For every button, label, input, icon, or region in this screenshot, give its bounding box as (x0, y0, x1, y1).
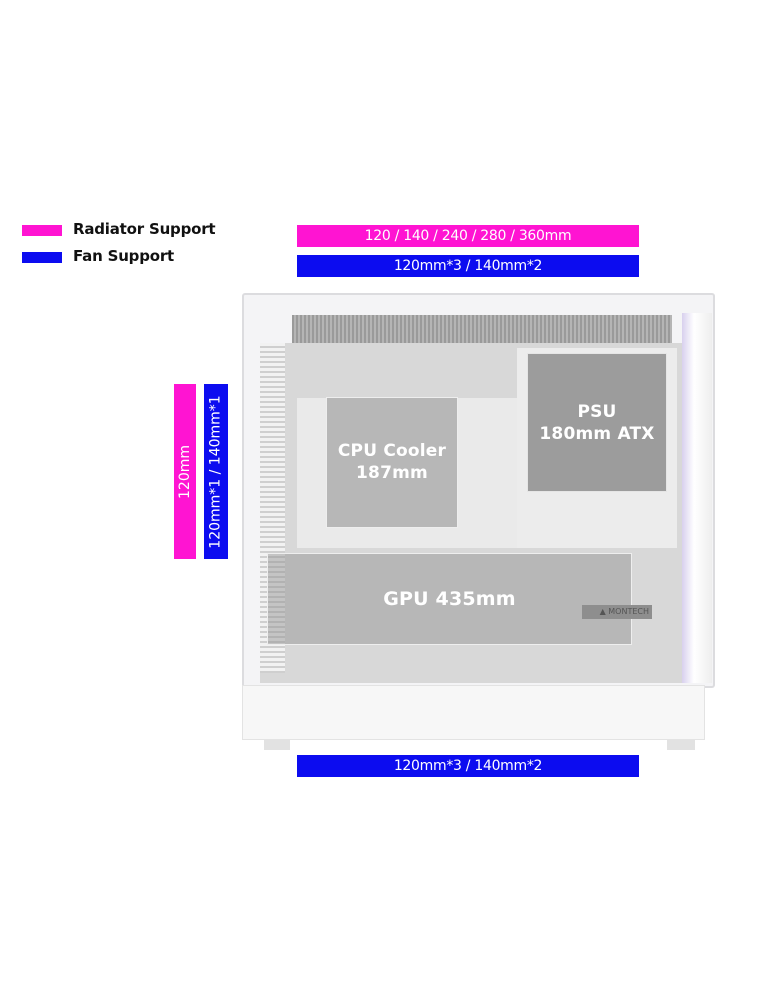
radiator-legend-label: Radiator Support (73, 220, 216, 238)
bottom-fan-bar: 120mm*3 / 140mm*2 (297, 755, 639, 777)
foot-left (264, 740, 290, 750)
montech-logo: ▲ MONTECH (582, 605, 652, 619)
foot-right (667, 740, 695, 750)
top-radiator-text: 120 / 140 / 240 / 280 / 360mm (364, 228, 572, 244)
gpu-label: GPU 435mm (383, 588, 516, 610)
top-radiator-bar: 120 / 140 / 240 / 280 / 360mm (297, 225, 639, 247)
case-base (242, 685, 705, 740)
top-fan-bar: 120mm*3 / 140mm*2 (297, 255, 639, 277)
cpu-cooler-title: CPU Cooler (337, 441, 447, 461)
side-fan-text: 120mm*1 / 140mm*1 (208, 394, 224, 549)
gpu-zone: GPU 435mm (267, 553, 632, 645)
side-radiator-text: 120mm (177, 444, 193, 499)
top-vent (292, 315, 672, 345)
bottom-fan-text: 120mm*3 / 140mm*2 (393, 758, 543, 774)
top-fan-text: 120mm*3 / 140mm*2 (393, 258, 543, 274)
glass-edge (682, 313, 712, 683)
fan-legend-label: Fan Support (73, 247, 175, 265)
side-fan-bar: 120mm*1 / 140mm*1 (204, 384, 228, 559)
psu-size: 180mm ATX (539, 423, 655, 444)
cpu-cooler-size: 187mm (356, 463, 428, 483)
psu-title: PSU (577, 401, 617, 422)
montech-brand: MONTECH (608, 607, 649, 616)
fan-legend-swatch (22, 252, 62, 263)
radiator-legend-swatch (22, 225, 62, 236)
side-radiator-bar: 120mm (174, 384, 196, 559)
